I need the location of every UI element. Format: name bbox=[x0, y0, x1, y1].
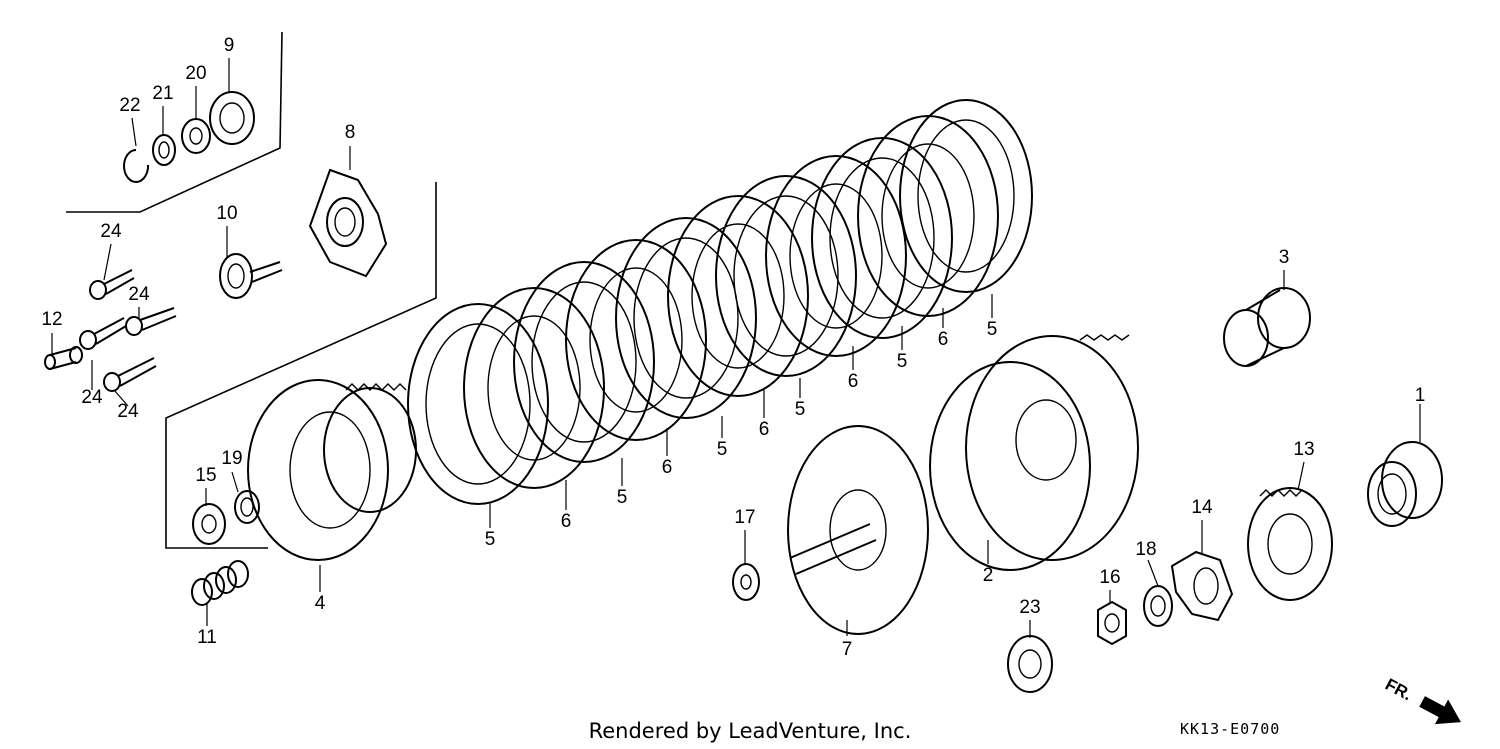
group-frame-bearing-set bbox=[66, 31, 283, 213]
part-16-lock-nut bbox=[1097, 600, 1127, 646]
callout-7: 7 bbox=[842, 639, 853, 660]
callout-6-e: 6 bbox=[938, 329, 949, 350]
part-6-clutch-plate-2 bbox=[565, 239, 707, 441]
callout-22: 22 bbox=[119, 95, 140, 116]
callout-19: 19 bbox=[221, 448, 242, 469]
part-4-pressure-plate bbox=[247, 379, 417, 561]
part-15-lock-nut bbox=[192, 503, 226, 545]
render-credit: Rendered by LeadVenture, Inc. bbox=[589, 719, 912, 743]
part-5-friction-disk-4 bbox=[715, 175, 857, 377]
part-7-clutch-center bbox=[787, 425, 929, 635]
leader-lines bbox=[51, 58, 1421, 638]
part-24-bolt-mid-right bbox=[125, 307, 177, 336]
callout-2: 2 bbox=[983, 565, 994, 586]
part-8-lifter-plate bbox=[308, 168, 388, 278]
part-2-clutch-outer bbox=[929, 334, 1139, 571]
callout-5-c: 5 bbox=[717, 439, 728, 460]
callout-23: 23 bbox=[1019, 597, 1040, 618]
callout-6-c: 6 bbox=[759, 419, 770, 440]
callout-24-d: 24 bbox=[117, 401, 139, 422]
callout-24-c: 24 bbox=[81, 387, 103, 408]
callout-11: 11 bbox=[197, 627, 217, 648]
part-3-collar bbox=[1223, 287, 1311, 367]
callout-6-d: 6 bbox=[848, 371, 859, 392]
part-9-oil-seal bbox=[209, 91, 255, 145]
part-5-friction-disk-2 bbox=[513, 261, 655, 463]
part-12-pin bbox=[44, 346, 83, 370]
part-5-friction-disk-3 bbox=[615, 217, 757, 419]
part-20-washer bbox=[181, 118, 211, 154]
part-5-friction-disk-6 bbox=[899, 99, 1033, 293]
callout-labels: 1 2 3 4 5 5 5 5 5 5 6 6 6 6 6 7 8 9 10 1… bbox=[41, 35, 1425, 660]
part-1-needle-bearing bbox=[1367, 441, 1443, 527]
callout-5-a: 5 bbox=[485, 529, 496, 550]
part-24-bolt-mid-left bbox=[79, 317, 127, 350]
callout-21: 21 bbox=[152, 83, 173, 104]
callout-1: 1 bbox=[1415, 385, 1426, 406]
part-6-clutch-plate-5 bbox=[857, 115, 999, 317]
part-11-clutch-spring bbox=[191, 560, 249, 606]
part-21-needle-bearing bbox=[152, 134, 176, 166]
callout-12: 12 bbox=[41, 309, 62, 330]
front-label: FR. bbox=[1382, 675, 1415, 705]
callout-18: 18 bbox=[1135, 539, 1156, 560]
part-22-circlip bbox=[123, 149, 150, 183]
part-6-clutch-plate-1 bbox=[463, 287, 605, 489]
callout-13: 13 bbox=[1293, 439, 1314, 460]
part-14-oil-pump-drive-plate bbox=[1170, 550, 1234, 622]
callout-8: 8 bbox=[345, 122, 356, 143]
part-24-bolt-bottom bbox=[103, 357, 157, 392]
callout-15: 15 bbox=[195, 465, 216, 486]
callout-5-b: 5 bbox=[617, 487, 628, 508]
front-arrow-icon: FR. bbox=[1382, 675, 1461, 725]
part-5-friction-disk-1 bbox=[407, 303, 549, 505]
part-13-primary-gear bbox=[1247, 487, 1333, 601]
part-19-washer bbox=[234, 490, 260, 524]
callout-10: 10 bbox=[216, 203, 237, 224]
part-5-friction-disk-5 bbox=[811, 137, 953, 339]
group-frame-lifter bbox=[165, 182, 437, 549]
callout-20: 20 bbox=[185, 63, 206, 84]
part-6-clutch-plate-3 bbox=[667, 195, 809, 397]
callout-5-d: 5 bbox=[795, 399, 806, 420]
callout-14: 14 bbox=[1191, 497, 1213, 518]
part-10-lifter-rod bbox=[219, 253, 283, 299]
callout-4: 4 bbox=[315, 593, 326, 614]
callout-24-a: 24 bbox=[100, 221, 122, 242]
part-6-clutch-plate-4 bbox=[765, 155, 907, 357]
diagram-code: KK13-E0700 bbox=[1180, 720, 1280, 738]
callout-6-b: 6 bbox=[662, 457, 673, 478]
callout-3: 3 bbox=[1279, 247, 1290, 268]
callout-5-f: 5 bbox=[987, 319, 998, 340]
part-24-bolt-top bbox=[89, 269, 135, 300]
callout-24-b: 24 bbox=[128, 284, 150, 305]
part-17-thrust-washer bbox=[732, 563, 760, 601]
callout-5-e: 5 bbox=[897, 351, 908, 372]
callout-17: 17 bbox=[734, 507, 755, 528]
callout-9: 9 bbox=[224, 35, 235, 56]
callout-6-a: 6 bbox=[561, 511, 572, 532]
part-18-lock-washer bbox=[1143, 585, 1173, 627]
part-23-bearing bbox=[1007, 635, 1053, 693]
callout-16: 16 bbox=[1099, 567, 1120, 588]
